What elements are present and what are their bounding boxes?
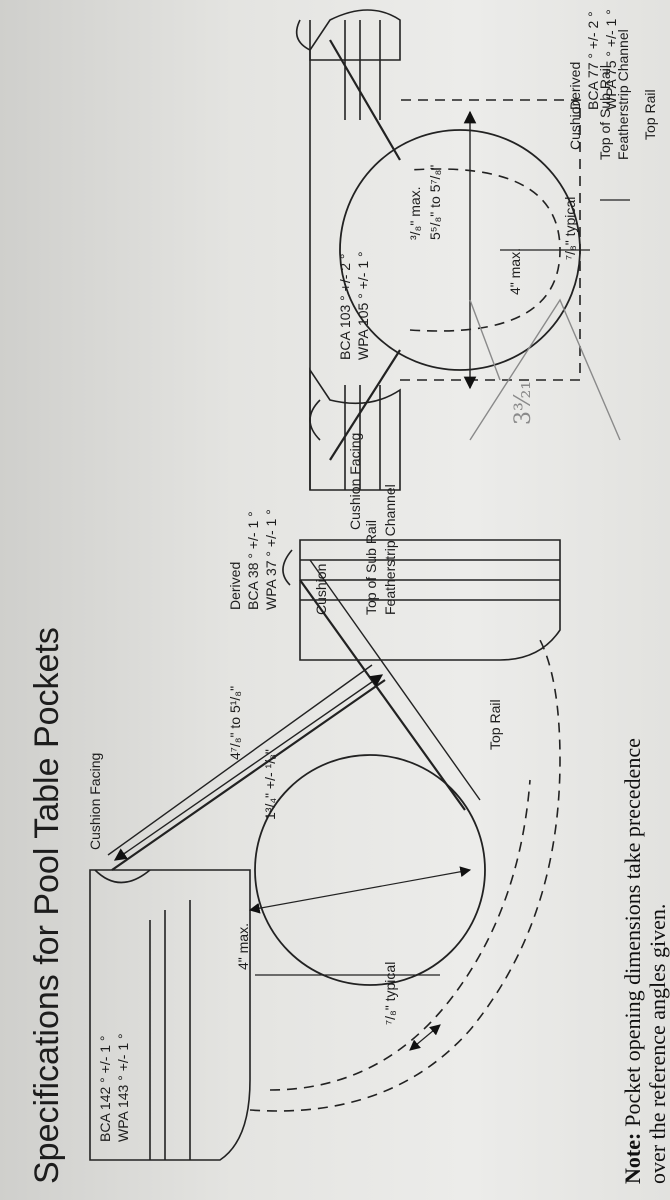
side-mouth-width-label: 5⁵/₈" to 5⁷/₈"	[427, 165, 443, 240]
corner-derived-wpa: WPA 37 ° +/- 1 °	[263, 509, 279, 610]
pencil-stroke	[469, 299, 501, 381]
corner-pocket-liner-inner	[269, 779, 531, 1091]
side-angle-arc-left	[309, 399, 321, 441]
side-pocket-liner	[400, 99, 581, 381]
corner-sub-rail-label: Top of Sub Rail	[363, 520, 379, 615]
pencil-stroke	[469, 298, 621, 441]
side-derived-wpa: WPA 75 ° +/- 1 °	[603, 9, 619, 110]
corner-throat-depth-label: 1³/₄" +/- ¹/₈"	[262, 749, 278, 820]
corner-cushion-facing-right-inner	[309, 559, 481, 801]
corner-left-rail	[89, 869, 251, 1161]
corner-pocket-diagram	[89, 539, 561, 1161]
corner-cushion-label: Cushion	[313, 564, 329, 615]
side-pocket-diagram	[295, 9, 630, 491]
corner-angle-arc-left	[94, 869, 151, 884]
side-bca-angle: BCA 103 ° +/- 2 °	[337, 253, 353, 360]
corner-throat-dimension	[248, 866, 472, 914]
side-right-rail	[309, 9, 401, 61]
corner-top-rail-label: Top Rail	[487, 699, 503, 750]
side-featherstrip-label: Featherstrip Channel	[615, 29, 631, 160]
side-max-label: 4" max.	[507, 248, 523, 295]
corner-cushion-facing-left	[111, 679, 386, 871]
side-shelf-label: ³/₈" max.	[407, 186, 423, 240]
corner-wpa-angle: WPA 143 ° +/- 1 °	[115, 1033, 131, 1142]
corner-max-label: 4" max.	[235, 923, 251, 970]
corner-mouth-dimension	[113, 674, 384, 861]
corner-mouth-width-label: 4⁷/₈" to 5¹/₈"	[227, 686, 243, 760]
corner-featherstrip-label: Featherstrip Channel	[382, 484, 398, 615]
side-cushion-facing-left	[329, 349, 401, 461]
note-text-1: Pocket opening dimensions take precedenc…	[620, 738, 645, 1127]
side-cushion-facing-right	[329, 39, 401, 161]
corner-derived-title: Derived	[227, 562, 243, 610]
corner-typical-label: ⁷/₈" typical	[382, 962, 398, 1025]
side-derived-title: Derived	[567, 62, 583, 110]
side-typical-label: ⁷/₈" typical	[562, 197, 578, 260]
corner-pocket-liner	[249, 639, 561, 1112]
side-sub-rail-label: Top of Sub Rail	[597, 65, 613, 160]
side-cushion-label: Cushion	[567, 99, 583, 150]
side-wpa-angle: WPA 105 ° +/- 1 °	[355, 251, 371, 360]
handwritten-text: 3³⁄₂₁	[511, 381, 536, 425]
side-cushion-facing-label: Cushion Facing	[347, 433, 363, 530]
note-label: Note:	[620, 1133, 645, 1184]
corner-typical-dimension	[409, 1024, 441, 1051]
note-line-2: over the reference angles given.	[645, 904, 670, 1184]
side-top-rail-label: Top Rail	[642, 89, 658, 140]
side-derived-bca: BCA 77 ° +/- 2 °	[585, 11, 601, 110]
side-angle-arc-right	[295, 19, 311, 51]
corner-angle-arc-right	[282, 549, 293, 586]
page-title: Specifications for Pool Table Pockets	[28, 627, 66, 1184]
handwritten-annotation	[469, 298, 621, 441]
corner-cushion-facing-label: Cushion Facing	[87, 753, 103, 850]
corner-derived-bca: BCA 38 ° +/- 1 °	[245, 511, 261, 610]
corner-bca-angle: BCA 142 ° +/- 1 °	[97, 1035, 113, 1142]
corner-right-rail	[299, 539, 561, 661]
note-line-1: Note: Pocket opening dimensions take prec…	[620, 738, 645, 1184]
